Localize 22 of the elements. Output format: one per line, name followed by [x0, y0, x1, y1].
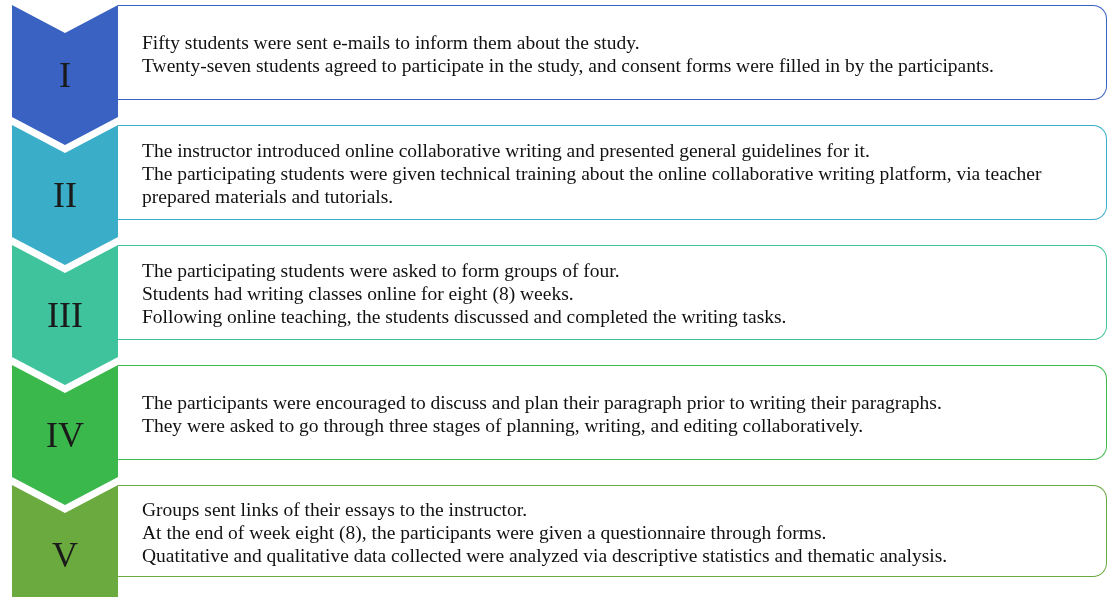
step-description: The participating students were asked to form groups of four. — [142, 259, 621, 282]
text-panel — [118, 485, 1107, 577]
step-description: The participants were encouraged to discuss and plan their paragraph prior to writing their paragraphs. — [142, 390, 943, 414]
text-panel — [118, 5, 1107, 100]
step-description: Groups sent links of their essays to the instructor. — [142, 497, 529, 521]
step-numeral: I — [58, 55, 72, 95]
text-panel — [118, 245, 1107, 340]
step-description: Quatitative and qualitative data collected were analyzed via descriptive statistics and thematic analysis. — [142, 543, 949, 567]
step-numeral: II — [52, 175, 78, 215]
text-panel — [118, 365, 1107, 460]
step-description: Twenty-seven students agreed to participate in the study, and consent forms were filled in by the participants. — [142, 53, 995, 77]
step-numeral: III — [46, 295, 84, 335]
step-numeral: IV — [45, 415, 85, 455]
step-description: At the end of week eight (8), the participants were given a questionnaire through forms. — [142, 520, 828, 544]
step-description: Students had writing classes online for eight (8) weeks. — [142, 282, 575, 305]
step-description: The instructor introduced online collaborative writing and presented general guidelines for it. — [142, 139, 871, 162]
text-panel — [118, 125, 1107, 220]
step-description: The participating students were given technical training about the online collaborative writing platform, via teacher prepared materials and tutorials. — [142, 162, 1043, 208]
step-description: They were asked to go through three stages of planning, writing, and editing collaboratively. — [142, 413, 865, 437]
step-description: Following online teaching, the students discussed and completed the writing tasks. — [142, 305, 788, 328]
step-description: Fifty students were sent e-mails to inform them about the study. — [142, 30, 641, 54]
step-numeral: V — [51, 535, 79, 575]
